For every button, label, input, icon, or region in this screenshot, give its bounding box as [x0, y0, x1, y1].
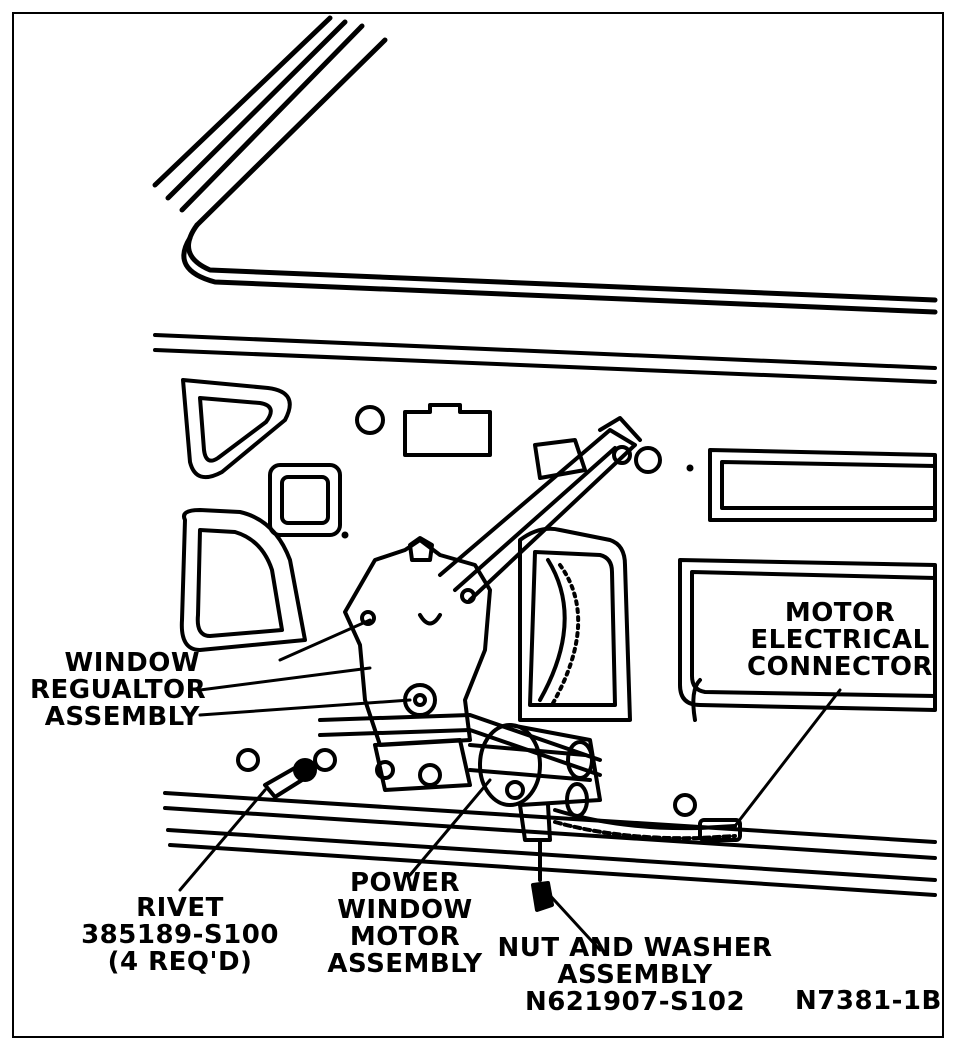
regulator-arm: [438, 416, 642, 602]
rivet: [263, 758, 317, 799]
label-line: (4 REQ'D): [107, 947, 253, 977]
label-window-regulator-assembly: WINDOW REGUALTOR ASSEMBLY: [30, 648, 207, 732]
panel-hole-1: [355, 405, 385, 435]
window-frame: [152, 15, 388, 228]
leader-window-regulator-2: [278, 618, 372, 662]
panel-hole-5: [673, 793, 697, 817]
label-line: NUT AND WASHER: [497, 933, 773, 963]
leader-power-window-motor: [408, 778, 492, 877]
label-rivet: RIVET 385189-S100 (4 REQ'D): [70, 895, 290, 976]
label-line: ELECTRICAL: [750, 625, 930, 655]
leader-rivet: [178, 788, 267, 892]
figure-id: N7381-1B: [795, 986, 942, 1016]
label-line: N621907-S102: [524, 987, 746, 1017]
panel-cutout-right-top: [708, 448, 937, 522]
label-line: WINDOW: [337, 895, 473, 925]
nut-stud: [531, 838, 554, 912]
door-lower-edge: [163, 791, 937, 897]
inner-panel-edge: [153, 333, 937, 384]
panel-cutout-small: [533, 438, 587, 480]
panel-feature: [691, 678, 702, 722]
leader-window-regulator: [198, 666, 372, 692]
label-line: 385189-S100: [81, 920, 279, 950]
label-line: CONNECTOR: [747, 652, 933, 682]
label-power-window-motor-assembly: POWER WINDOW MOTOR ASSEMBLY: [320, 870, 490, 978]
leader-nut-washer: [543, 888, 602, 952]
panel-slot: [403, 403, 492, 457]
diagram-frame: [12, 12, 944, 1038]
label-line: ASSEMBLY: [327, 949, 483, 979]
regulator-rod: [318, 713, 602, 777]
panel-cutout-left-bottom: [179, 508, 307, 652]
label-line: WINDOW: [64, 648, 200, 678]
label-motor-electrical-connector: MOTOR ELECTRICAL CONNECTOR: [740, 600, 940, 681]
label-line: RIVET: [136, 893, 224, 923]
sector-gear: [538, 558, 581, 707]
panel-hole-2: [634, 446, 662, 474]
leader-lines: [178, 618, 842, 952]
panel-cutout-square: [268, 463, 342, 537]
leader-motor-connector: [733, 688, 842, 828]
label-line: ASSEMBLY: [557, 960, 713, 990]
leader-window-regulator-3: [198, 698, 412, 717]
panel-hole-3: [236, 748, 260, 772]
label-line: MOTOR: [349, 922, 461, 952]
panel-dot-2: [686, 464, 694, 472]
door-upper-edge: [181, 222, 938, 315]
panel-cutout-left-top: [181, 378, 292, 480]
regulator-bracket: [373, 738, 472, 792]
label-line: REGUALTOR: [30, 675, 207, 705]
panel-cutout-center: [518, 526, 632, 722]
label-line: ASSEMBLY: [44, 702, 200, 732]
label-line: POWER: [349, 868, 461, 898]
label-nut-and-washer-assembly: NUT AND WASHER ASSEMBLY N621907-S102: [490, 935, 780, 1016]
panel-hole-4: [313, 748, 337, 772]
label-line: MOTOR: [784, 598, 896, 628]
panel-dot-1: [341, 531, 349, 539]
